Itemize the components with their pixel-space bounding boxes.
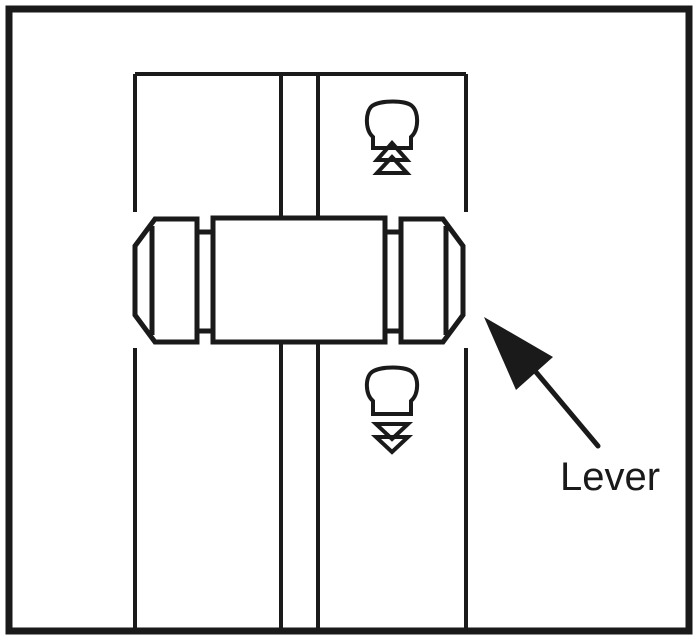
toast-down-arrow-top	[370, 422, 414, 442]
toast-down-bread	[364, 365, 420, 416]
toast-up-icon	[364, 99, 420, 175]
lever-left-end-cap	[132, 216, 200, 345]
callout-arrow-head	[484, 317, 553, 390]
lever-right-end-cap	[398, 216, 466, 345]
lever-slot-panel	[133, 72, 468, 631]
toast-down-icon	[364, 365, 420, 455]
toast-up-bread	[364, 99, 420, 150]
lever-callout-arrow	[484, 317, 601, 449]
toast-up-arrow-bottom	[372, 154, 412, 175]
lever-handle[interactable]	[132, 215, 466, 345]
lever-center-body	[210, 215, 388, 345]
toast-up-arrow-top	[372, 139, 412, 162]
outer-frame	[5, 5, 693, 635]
toast-down-arrow-bottom	[370, 435, 414, 455]
lever-callout-label: Lever	[560, 455, 660, 499]
